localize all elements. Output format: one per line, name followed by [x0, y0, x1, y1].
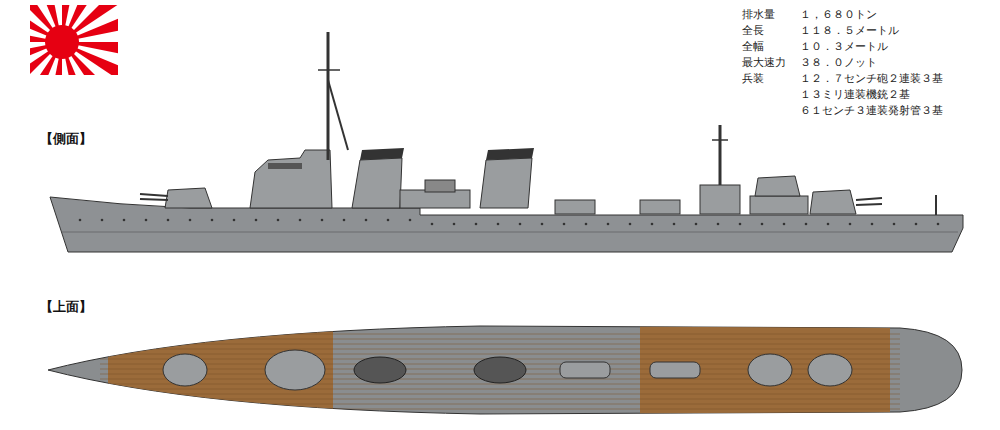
porthole — [827, 223, 830, 226]
porthole — [783, 223, 786, 226]
deck-plank — [100, 334, 900, 335]
porthole — [387, 219, 390, 222]
porthole — [255, 219, 258, 222]
deck-plank — [100, 394, 900, 395]
section-heading: 【側面】 — [40, 132, 92, 146]
porthole — [695, 223, 698, 226]
porthole — [299, 219, 302, 222]
spec-name: 全幅 — [742, 40, 764, 54]
porthole — [739, 223, 742, 226]
porthole — [871, 223, 874, 226]
spec-name: 全長 — [742, 24, 764, 38]
spec-value: １，６８０トン — [800, 8, 877, 22]
porthole — [673, 223, 676, 226]
deck-plank — [100, 349, 900, 350]
porthole — [321, 219, 324, 222]
porthole — [475, 223, 478, 226]
spec-value: １２．７センチ砲２連装３基 — [800, 72, 943, 86]
deck-plank — [100, 354, 900, 355]
porthole — [893, 223, 896, 226]
deck-plank — [100, 399, 900, 400]
spec-name: 排水量 — [742, 8, 775, 22]
porthole — [541, 223, 544, 226]
spec-value: ３８．０ノット — [800, 56, 877, 70]
porthole — [937, 223, 940, 226]
rising-sun-flag — [30, 5, 118, 75]
deck-plank — [100, 409, 900, 410]
side-view — [50, 32, 963, 252]
porthole — [585, 223, 588, 226]
porthole — [453, 223, 456, 226]
spec-name: 兵装 — [742, 72, 764, 86]
porthole — [497, 223, 500, 226]
porthole — [431, 223, 434, 226]
porthole — [79, 219, 82, 222]
spec-name: 最大速力 — [742, 56, 786, 70]
top-view — [48, 320, 962, 420]
porthole — [409, 219, 412, 222]
porthole — [189, 219, 192, 222]
porthole — [629, 223, 632, 226]
porthole — [343, 219, 346, 222]
porthole — [145, 219, 148, 222]
porthole — [717, 223, 720, 226]
porthole — [211, 219, 214, 222]
deck-plank — [100, 339, 900, 340]
porthole — [365, 219, 368, 222]
porthole — [761, 223, 764, 226]
porthole — [101, 219, 104, 222]
spec-value: １０．３メートル — [800, 40, 888, 54]
porthole — [167, 219, 170, 222]
spec-value: １１８．５メートル — [800, 24, 899, 38]
porthole — [651, 223, 654, 226]
spec-value: １３ミリ連装機銃２基 — [800, 88, 910, 102]
porthole — [277, 219, 280, 222]
deck-plank — [100, 404, 900, 405]
deck-plank — [100, 344, 900, 345]
porthole — [563, 223, 566, 226]
porthole — [915, 223, 918, 226]
section-heading: 【上面】 — [40, 300, 92, 314]
porthole — [519, 223, 522, 226]
deck-plank — [100, 389, 900, 390]
porthole — [849, 223, 852, 226]
porthole — [123, 219, 126, 222]
porthole — [607, 223, 610, 226]
porthole — [233, 219, 236, 222]
spec-value: ６１センチ３連装発射管３基 — [800, 104, 943, 118]
porthole — [805, 223, 808, 226]
